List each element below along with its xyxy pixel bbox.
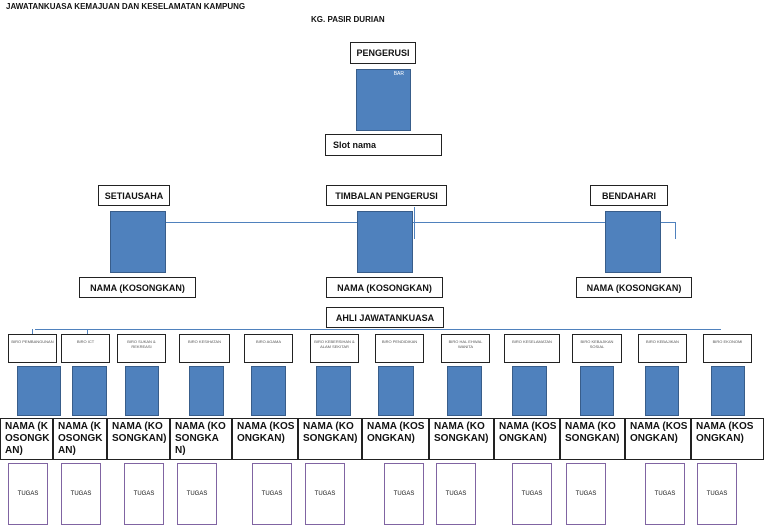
bureau-photo	[512, 366, 547, 416]
bureau-label: BIRO AGAMA	[244, 334, 293, 363]
bureau-name[interactable]: NAMA (KOSONGKAN)	[53, 418, 107, 460]
bureau-photo	[251, 366, 286, 416]
bureau-photo	[316, 366, 351, 416]
bureau-label: BIRO ICT	[61, 334, 110, 363]
officer-photo	[357, 211, 413, 273]
bureau-task[interactable]: TUGAS	[8, 463, 48, 525]
bureau-label: BIRO KEBAJIKAN SOSIAL	[572, 334, 622, 363]
bureau-label: BIRO KESELAMATAN	[504, 334, 560, 363]
bureau-photo	[711, 366, 745, 416]
bureau-photo	[72, 366, 107, 416]
bureau-name[interactable]: NAMA (KOSONGKAN)	[691, 418, 764, 460]
bureau-photo	[189, 366, 224, 416]
officer-role: SETIAUSAHA	[98, 185, 170, 206]
officer-name[interactable]: NAMA (KOSONGKAN)	[576, 277, 692, 298]
bureau-task[interactable]: TUGAS	[512, 463, 552, 525]
bureau-task[interactable]: TUGAS	[305, 463, 345, 525]
bureau-name[interactable]: NAMA (KOSONGKAN)	[0, 418, 53, 460]
bureau-photo	[447, 366, 482, 416]
bureau-name[interactable]: NAMA (KOSONGKAN)	[362, 418, 429, 460]
bureau-photo	[17, 366, 61, 416]
officer-name[interactable]: NAMA (KOSONGKAN)	[326, 277, 443, 298]
bureau-task[interactable]: TUGAS	[177, 463, 217, 525]
bureau-label: BIRO SUKAN & REKREASI	[117, 334, 166, 363]
bureau-label: BIRO EKONOMI	[703, 334, 752, 363]
bureau-task[interactable]: TUGAS	[124, 463, 164, 525]
document-subtitle: KG. PASIR DURIAN	[311, 15, 385, 24]
officer-role: TIMBALAN PENGERUSI	[326, 185, 447, 206]
bureau-label: BIRO KEBAJIKAN	[638, 334, 687, 363]
bureau-task[interactable]: TUGAS	[252, 463, 292, 525]
bureau-task[interactable]: TUGAS	[436, 463, 476, 525]
officer-role: BENDAHARI	[590, 185, 668, 206]
bureau-label: BIRO HAL EHWAL WANITA	[441, 334, 490, 363]
officer-connector	[675, 222, 676, 239]
bureau-task[interactable]: TUGAS	[697, 463, 737, 525]
bureau-label: BIRO PEMBANGUNAN	[8, 334, 57, 363]
bureau-photo	[580, 366, 614, 416]
chair-photo: BAR	[356, 69, 411, 131]
bureau-name[interactable]: NAMA (KOSONGKAN)	[560, 418, 625, 460]
bureau-label: BIRO KEBERSIHAN & ALAM SEKITAR	[310, 334, 359, 363]
bureau-name[interactable]: NAMA (KOSONGKAN)	[429, 418, 494, 460]
bureau-name[interactable]: NAMA (KOSONGKAN)	[625, 418, 691, 460]
committee-connector	[35, 329, 721, 330]
bureau-connector	[87, 329, 88, 334]
bureau-name[interactable]: NAMA (KOSONGKAN)	[494, 418, 560, 460]
bureau-photo	[378, 366, 414, 416]
bureau-task[interactable]: TUGAS	[384, 463, 424, 525]
document-title: JAWATANKUASA KEMAJUAN DAN KESELAMATAN KA…	[6, 2, 246, 11]
chair-name[interactable]: Slot nama	[325, 134, 442, 156]
chair-role: PENGERUSI	[350, 42, 416, 64]
bureau-name[interactable]: NAMA (KOSONGKAN)	[170, 418, 232, 460]
officer-photo	[110, 211, 166, 273]
officer-connector	[166, 222, 676, 223]
bureau-name[interactable]: NAMA (KOSONGKAN)	[232, 418, 298, 460]
bureau-name[interactable]: NAMA (KOSONGKAN)	[298, 418, 362, 460]
bureau-label: BIRO PENDIDIKAN	[375, 334, 424, 363]
bureau-photo	[645, 366, 679, 416]
committee-label: AHLI JAWATANKUASA	[326, 307, 444, 328]
chair-photo-tag: BAR	[393, 71, 404, 77]
bureau-name[interactable]: NAMA (KOSONGKAN)	[107, 418, 170, 460]
bureau-connector	[32, 329, 33, 334]
bureau-photo	[125, 366, 159, 416]
officer-connector	[414, 207, 415, 239]
officer-name[interactable]: NAMA (KOSONGKAN)	[79, 277, 196, 298]
bureau-task[interactable]: TUGAS	[61, 463, 101, 525]
bureau-task[interactable]: TUGAS	[566, 463, 606, 525]
bureau-label: BIRO KESIHATAN	[179, 334, 230, 363]
officer-photo	[605, 211, 661, 273]
bureau-task[interactable]: TUGAS	[645, 463, 685, 525]
